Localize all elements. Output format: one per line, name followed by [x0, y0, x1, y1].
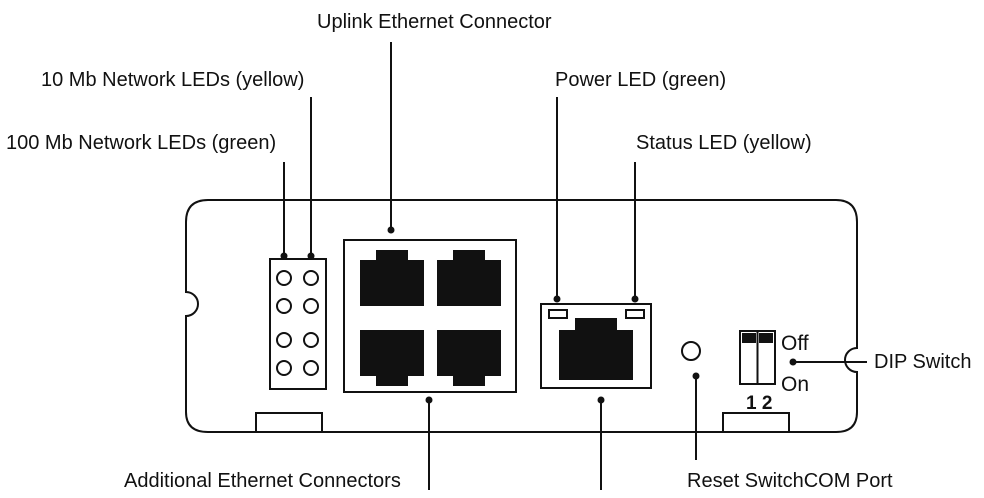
led-100mb-4	[276, 360, 292, 376]
switchcom-port-block	[540, 303, 652, 389]
label-dip-switch: DIP Switch	[874, 351, 971, 373]
dip-switch-numbers: 1 2	[746, 393, 772, 414]
led-100mb-3	[276, 332, 292, 348]
power-led	[548, 309, 568, 319]
callout-lines	[280, 42, 867, 490]
dip-on-label: On	[781, 373, 809, 396]
led-10mb-3	[303, 332, 319, 348]
panel-foot-left	[255, 412, 323, 432]
dip-off-label: Off	[781, 332, 809, 355]
panel-foot-right	[722, 412, 790, 432]
dip-switch-2-toggle	[759, 333, 773, 343]
dip-switch-1-toggle	[742, 333, 756, 343]
network-led-block	[269, 258, 327, 390]
led-10mb-4	[303, 360, 319, 376]
label-100mb-leds: 100 Mb Network LEDs (green)	[6, 132, 276, 154]
label-status-led: Status LED (yellow)	[636, 132, 812, 154]
ethernet-port-4	[437, 330, 501, 386]
device-panel-outline	[185, 199, 858, 433]
led-10mb-2	[303, 298, 319, 314]
label-power-led: Power LED (green)	[555, 69, 726, 91]
label-additional-connectors: Additional Ethernet Connectors	[124, 470, 401, 492]
ethernet-port-3	[360, 330, 424, 386]
status-led	[625, 309, 645, 319]
led-10mb-1	[303, 270, 319, 286]
ethernet-port-2	[437, 250, 501, 306]
ethernet-port-block	[343, 239, 517, 393]
label-reset-switchcom: Reset SwitchCOM Port	[687, 470, 893, 492]
label-10mb-leds: 10 Mb Network LEDs (yellow)	[41, 69, 304, 91]
ethernet-port-uplink	[360, 250, 424, 306]
led-100mb-2	[276, 298, 292, 314]
label-uplink-connector: Uplink Ethernet Connector	[317, 11, 552, 33]
reset-button	[681, 341, 701, 361]
switchcom-ethernet-port	[559, 318, 633, 380]
led-100mb-1	[276, 270, 292, 286]
dip-switch: Off On 1 2	[739, 330, 809, 414]
